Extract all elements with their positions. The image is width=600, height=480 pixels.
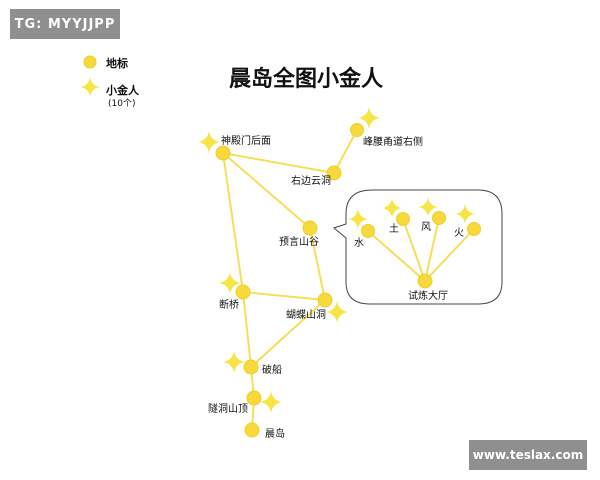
watermark-bottom: www.teslax.com (469, 440, 587, 470)
map-title: 晨岛全图小金人 (229, 67, 384, 92)
node-suidong (246, 390, 262, 406)
label-duanqiao: 断桥 (219, 298, 239, 311)
node-shendian (215, 145, 231, 161)
label-hudie: 蝴蝶山洞 (286, 308, 326, 321)
node-yuyan (302, 220, 318, 236)
label-suidong: 隧洞山顶 (208, 402, 248, 415)
label-feng: 风 (421, 221, 431, 233)
node-feng (432, 211, 446, 225)
node-pochuan (243, 359, 259, 375)
label-tu: 土 (389, 222, 399, 235)
label-shilian: 试炼大厅 (408, 289, 448, 302)
node-chendao (244, 422, 260, 438)
label-youbian: 右边云洞 (291, 174, 331, 187)
trial-hall-bubble (332, 189, 503, 305)
node-fengyao (350, 123, 364, 137)
legend-location-label: 地标 (106, 57, 128, 70)
legend-golden-figure-count: (10个) (108, 99, 136, 109)
label-shendian: 神殿门后面 (221, 134, 271, 147)
node-duanqiao (235, 284, 251, 300)
legend-golden-figure-icon (80, 77, 100, 97)
label-shui: 水 (354, 237, 364, 249)
golden-figure-star-icon (260, 391, 282, 413)
label-huo: 火 (454, 227, 464, 239)
label-yuyan: 预言山谷 (279, 235, 319, 248)
label-fengyao: 峰腰甬道右侧 (363, 135, 423, 148)
node-shui (361, 224, 375, 238)
golden-figure-star-icon (223, 351, 245, 373)
label-chendao: 晨岛 (265, 427, 285, 440)
legend-golden-figure-label: 小金人 (106, 84, 139, 97)
route-lines (222, 129, 475, 431)
node-huo (467, 222, 481, 236)
label-pochuan: 破船 (262, 363, 282, 376)
watermark-top: TG: MYYJJPP (10, 9, 120, 39)
legend-location-icon (83, 55, 97, 69)
node-hudie (317, 292, 333, 308)
node-shilian (417, 273, 433, 289)
node-youbian (326, 165, 342, 181)
node-tu (396, 212, 410, 226)
